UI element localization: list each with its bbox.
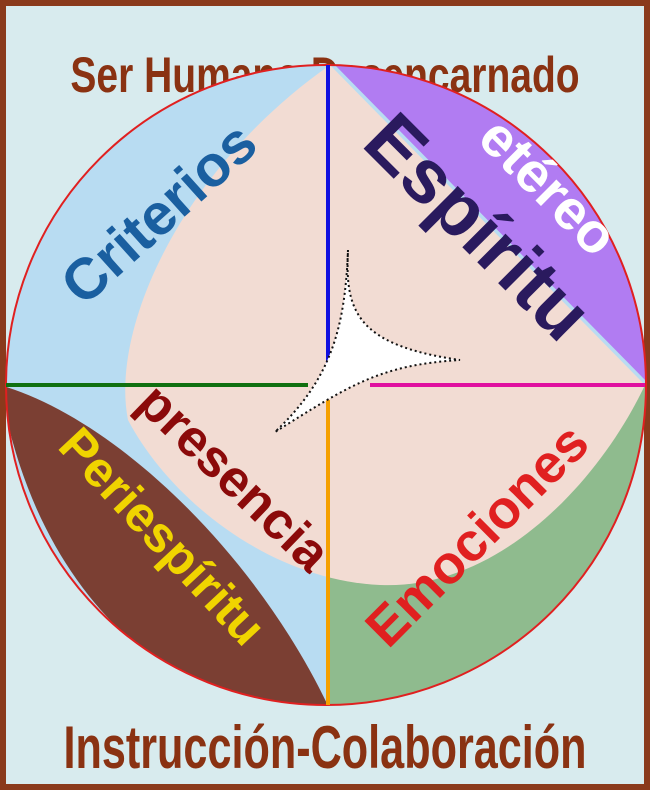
center-star	[274, 249, 461, 433]
bottom-title: Instrucción-Colaboración	[63, 715, 586, 782]
core-zone	[125, 65, 645, 586]
periespiritu-zone	[6, 385, 330, 705]
